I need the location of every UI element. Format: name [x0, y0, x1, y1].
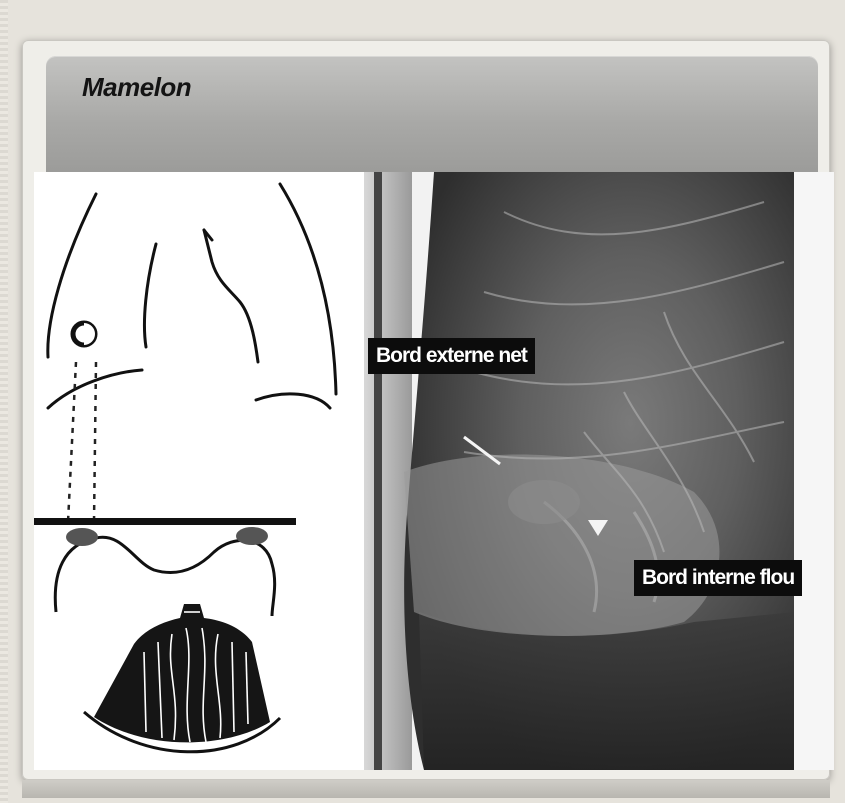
- label-inner-edge: Bord interne flou: [634, 560, 802, 596]
- vertebra-drawing: [84, 604, 280, 752]
- slide-edge: [0, 0, 8, 803]
- projection-line-1: [68, 362, 76, 522]
- left-lung-line: [144, 244, 156, 347]
- right-thorax-outline: [280, 184, 336, 394]
- film-plane: [34, 518, 296, 525]
- breast-bump-right: [236, 527, 268, 545]
- mediastinum-contour: [204, 230, 258, 362]
- label-outer-edge: Bord externe net: [368, 338, 535, 374]
- projection-line-2: [94, 362, 96, 522]
- nipple-opacity: [508, 480, 580, 524]
- breast-profile: [55, 537, 274, 616]
- slide-footer: [22, 780, 830, 798]
- breast-bump-left: [66, 528, 98, 546]
- slide-title: Mamelon: [82, 72, 191, 103]
- chest-xray-image: [364, 172, 834, 770]
- nipple-projection-diagram: [34, 172, 364, 770]
- right-diaphragm: [256, 394, 330, 408]
- breast-shadow: [404, 455, 719, 636]
